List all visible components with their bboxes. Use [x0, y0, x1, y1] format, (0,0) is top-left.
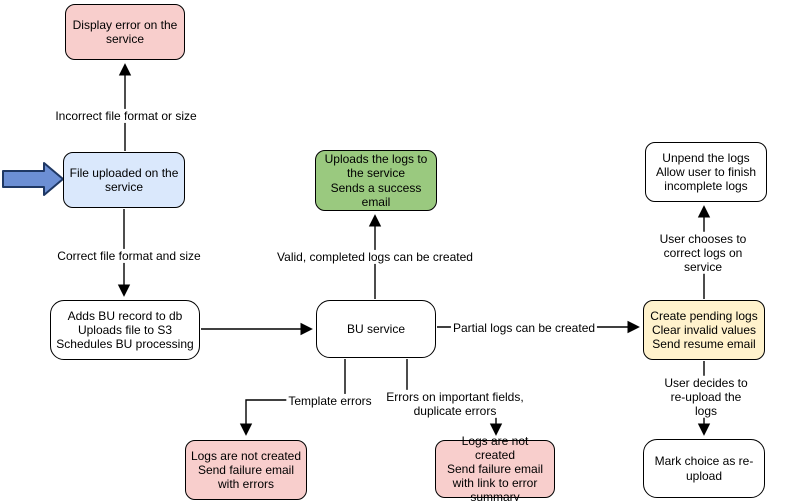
edge-label-incorrect-file: Incorrect file format or size	[53, 108, 199, 124]
node-create-pending-logs: Create pending logs Clear invalid values…	[643, 300, 765, 360]
node-adds-bu-record-label: Adds BU record to db Uploads file to S3 …	[56, 308, 194, 352]
edge-label-user-chooses: User chooses to correct logs on service	[654, 231, 752, 275]
edge-label-valid-logs: Valid, completed logs can be created	[275, 249, 475, 265]
node-uploads-logs-label: Uploads the logs to the service Sends a …	[324, 152, 428, 209]
node-file-uploaded-label: File uploaded on the service	[69, 165, 179, 194]
node-unpend-logs-label: Unpend the logs Allow user to finish inc…	[655, 150, 757, 194]
node-unpend-logs: Unpend the logs Allow user to finish inc…	[645, 142, 767, 202]
node-mark-choice-reupload-label: Mark choice as re- upload	[654, 454, 754, 483]
edge-label-template-errors: Template errors	[286, 393, 374, 409]
node-logs-not-created-errors-label: Logs are not created Send failure email …	[190, 448, 302, 492]
edge-label-user-decides: User decides to re-upload the logs	[658, 375, 754, 419]
node-display-error: Display error on the service	[65, 4, 185, 60]
node-adds-bu-record: Adds BU record to db Uploads file to S3 …	[50, 300, 200, 360]
node-logs-not-created-summary-label: Logs are not created Send failure email …	[446, 433, 544, 501]
node-display-error-label: Display error on the service	[72, 17, 178, 46]
edge-label-important-errors: Errors on important fields, duplicate er…	[384, 389, 526, 419]
node-logs-not-created-summary: Logs are not created Send failure email …	[435, 434, 555, 501]
node-file-uploaded: File uploaded on the service	[63, 152, 185, 208]
node-bu-service-label: BU service	[346, 321, 405, 336]
node-mark-choice-reupload: Mark choice as re- upload	[643, 439, 765, 498]
node-logs-not-created-errors: Logs are not created Send failure email …	[185, 440, 307, 500]
edge-label-partial-logs: Partial logs can be created	[450, 320, 598, 336]
node-uploads-logs: Uploads the logs to the service Sends a …	[315, 150, 437, 211]
node-create-pending-logs-label: Create pending logs Clear invalid values…	[650, 308, 758, 352]
node-bu-service: BU service	[316, 300, 436, 358]
edge-label-correct-file: Correct file format and size	[55, 248, 203, 264]
entry-arrow-icon	[2, 162, 64, 196]
